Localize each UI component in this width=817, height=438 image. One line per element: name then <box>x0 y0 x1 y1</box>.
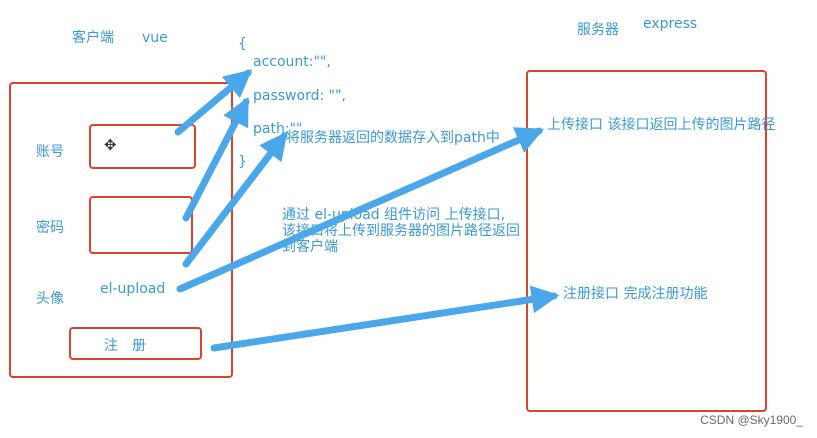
upload-api-label: 上传接口 该接口返回上传的图片路径 <box>547 117 776 133</box>
data-account-field: account:"", <box>253 54 331 70</box>
move-cursor-icon: ✥ <box>104 136 117 154</box>
server-box <box>526 70 767 412</box>
arrow-upload-to-path <box>182 131 288 268</box>
arrow-upload-to-server <box>176 127 545 293</box>
watermark: CSDN @Sky1900_ <box>700 413 803 427</box>
data-object-close: } <box>238 154 247 170</box>
account-input[interactable]: ✥ <box>89 124 196 169</box>
register-button-label: 注 册 <box>104 338 146 354</box>
store-path-note: 将服务器返回的数据存入到path中 <box>286 130 500 146</box>
register-button[interactable]: 注 册 <box>69 327 202 360</box>
arrow-register-to-server <box>210 285 560 352</box>
password-input[interactable] <box>89 196 193 254</box>
upload-flow-note-line-3: 到客户端 <box>282 239 338 255</box>
server-title: 服务器 <box>577 22 619 38</box>
register-api-label: 注册接口 完成注册功能 <box>563 286 708 302</box>
upload-flow-note-line-2: 该接口将上传到服务器的图片路径返回 <box>282 223 520 239</box>
client-title: 客户端 <box>72 30 114 46</box>
client-framework: vue <box>142 30 168 46</box>
el-upload-label[interactable]: el-upload <box>100 281 166 297</box>
arrow-password-to-data <box>182 97 250 222</box>
data-password-field: password: "", <box>253 88 346 104</box>
data-object-open: { <box>238 36 247 52</box>
avatar-label: 头像 <box>36 291 64 307</box>
password-label: 密码 <box>36 220 64 236</box>
account-label: 账号 <box>36 144 64 160</box>
client-form-box <box>9 82 233 378</box>
server-framework: express <box>643 16 698 32</box>
arrow-account-to-data <box>174 69 253 136</box>
